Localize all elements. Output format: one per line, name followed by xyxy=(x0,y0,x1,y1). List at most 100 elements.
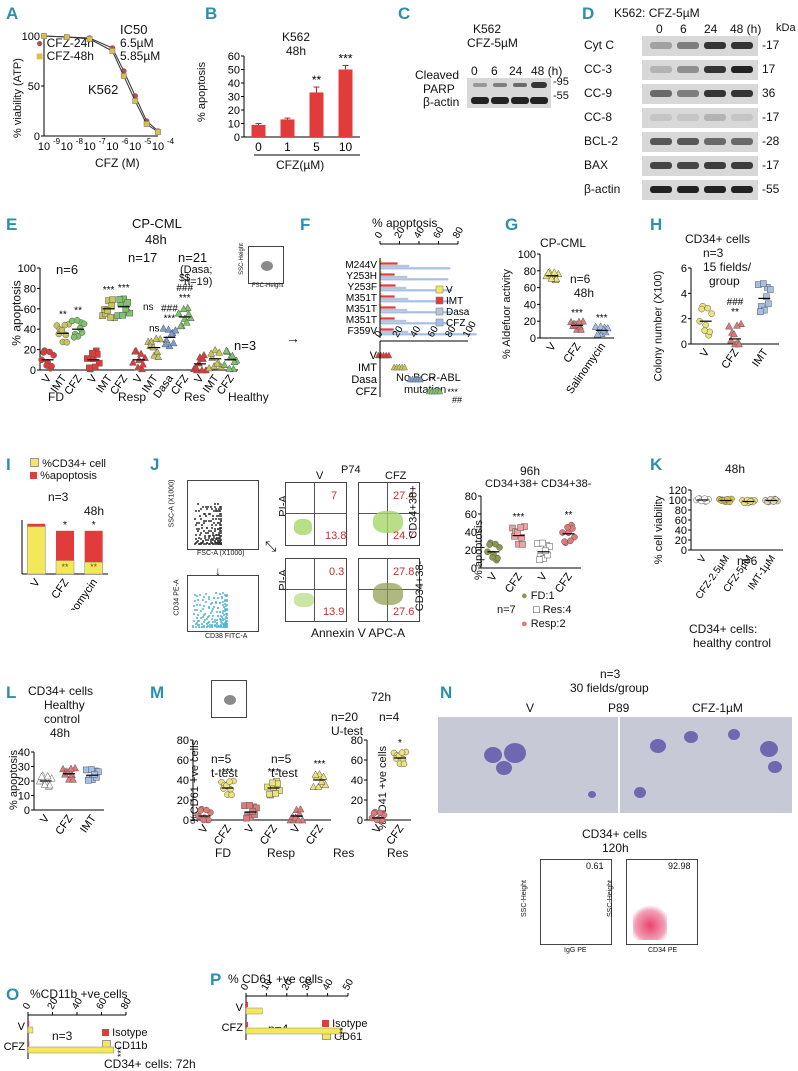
j-flow-dot xyxy=(207,530,210,533)
d-mw-label: -55 xyxy=(762,182,780,196)
panel-j: SSC-A (X1000) FSC-A (X1000) ↓ CD34 PE-A … xyxy=(145,450,620,640)
f-lower-tick-label: 40 xyxy=(408,324,423,340)
panel-i: %CD34+ cell %apoptosis n=3 48h V***CFZ**… xyxy=(0,450,120,610)
p-bar-isotype xyxy=(246,1022,249,1027)
n-cd34: CD34 PE xyxy=(648,947,678,954)
e-group-fd: FD xyxy=(48,390,64,404)
l-point xyxy=(40,780,49,788)
a-point xyxy=(155,129,161,135)
j-flow-dot xyxy=(217,536,220,539)
j-flow-dot xyxy=(201,526,204,529)
j-flow-dot xyxy=(197,624,200,627)
m-t2: t-test xyxy=(271,766,298,780)
j-flow-dot xyxy=(203,535,206,538)
a-series-line xyxy=(43,35,159,132)
j-flow-dot xyxy=(211,508,214,510)
j-flow-dot xyxy=(201,615,204,618)
j-flow-dot xyxy=(214,601,217,604)
n-cd34-plot xyxy=(626,859,698,945)
e-y-tick-label: 100 xyxy=(18,263,36,275)
e-point xyxy=(215,348,224,356)
d-blot-strip xyxy=(642,132,758,152)
j-flow-dot xyxy=(211,532,214,535)
j-flow-dot xyxy=(218,505,221,508)
j-flow-dot xyxy=(199,517,202,520)
l-x-tick-label: CFZ xyxy=(53,813,75,838)
j-flow-dot xyxy=(192,613,195,616)
o-bar-marker xyxy=(27,1026,34,1034)
i-n: n=3 xyxy=(48,490,69,504)
j-flow-dot xyxy=(212,596,215,599)
i-sig: * xyxy=(92,520,96,531)
j-sig: *** xyxy=(513,512,525,523)
e-point xyxy=(43,362,50,369)
b-xlabel: CFZ(µM) xyxy=(276,158,325,172)
m-g4: Res xyxy=(387,846,409,860)
l-y-tick-label: 10 xyxy=(18,791,30,803)
p-x-tick-label: 30 xyxy=(300,977,315,993)
e-point xyxy=(230,357,239,365)
j-flow-dot xyxy=(196,522,199,525)
j-flow-dot xyxy=(214,618,217,621)
m-inset-scatter xyxy=(211,680,247,718)
j-flow-dot xyxy=(219,542,222,545)
j-flow-dot xyxy=(214,510,217,513)
n-n: n=3 xyxy=(600,667,621,681)
g-point xyxy=(599,325,608,334)
d-blot-strip xyxy=(642,108,758,128)
d-band xyxy=(677,90,699,97)
j-flow-dot xyxy=(198,625,201,628)
b-sig: ** xyxy=(312,73,322,87)
f-legend-swatch xyxy=(435,296,444,305)
g-y-tick-label: 40 xyxy=(524,299,536,311)
f-lower-tick-label: 0 xyxy=(373,329,386,340)
b-x-tick-label: 5 xyxy=(313,140,320,154)
j-flow-dot xyxy=(215,611,218,614)
e-point xyxy=(174,309,183,317)
j-flow-dot xyxy=(202,605,205,608)
b-y-tick-label: 40 xyxy=(228,78,240,90)
e-sig: $$ xyxy=(179,273,191,284)
j-point xyxy=(536,556,543,563)
e-point xyxy=(80,320,88,328)
j-flow-dot xyxy=(224,619,227,622)
j-flow-dot xyxy=(200,541,203,544)
j-flow-dot xyxy=(219,520,222,523)
j-flow-dot xyxy=(196,528,199,531)
j-flow-dot xyxy=(208,620,211,623)
j-flow-dot xyxy=(199,617,202,620)
j-flow-dot xyxy=(218,543,221,545)
f-lower-tick-label: 60 xyxy=(426,324,441,340)
j-point xyxy=(489,554,496,561)
o-bar-isotype xyxy=(28,1021,30,1026)
j-flow-dot xyxy=(208,542,211,545)
m-y-tick-label: 60 xyxy=(177,755,189,767)
western-blot-c xyxy=(467,78,551,108)
f-sig: *** xyxy=(447,387,458,397)
m-sig: *** xyxy=(222,767,234,778)
d-band xyxy=(731,138,753,145)
j-flow-dot xyxy=(195,616,198,619)
d-band xyxy=(650,42,672,49)
j-flow-dot xyxy=(209,625,212,628)
f-legend-label: Dasa xyxy=(446,307,470,318)
j-flow-dot xyxy=(213,621,216,624)
f-bar xyxy=(380,278,449,281)
j-flow-dot xyxy=(199,603,202,606)
j-flow-dot xyxy=(204,520,207,523)
m-y-tick-label: 20 xyxy=(177,795,189,807)
j-cfz: CFZ xyxy=(385,470,407,482)
b-bar xyxy=(309,92,324,137)
j-y-tick-label: 60 xyxy=(465,509,477,521)
j-flow-dot xyxy=(198,536,201,539)
g-point xyxy=(550,268,559,276)
j-flow-dot xyxy=(216,614,219,617)
p-x-tick-label: 40 xyxy=(321,977,336,993)
d-mw-label: -17 xyxy=(762,158,780,172)
m2-y-tick-label: 20 xyxy=(351,795,363,807)
m2-sig: * xyxy=(398,738,402,749)
l-title1: CD34+ cells xyxy=(28,684,94,698)
